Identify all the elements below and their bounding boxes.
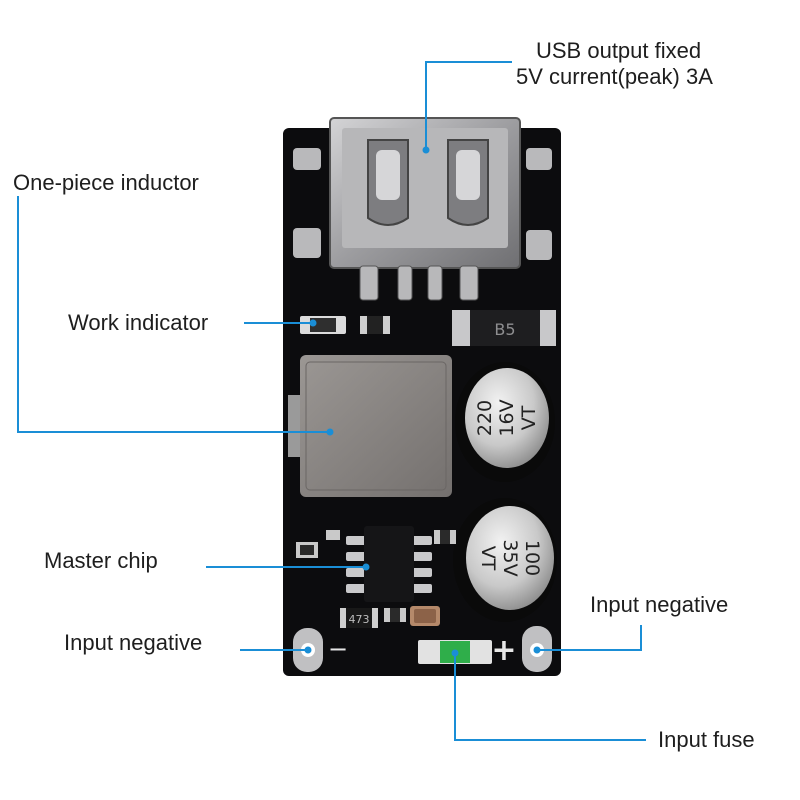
inductor [288,355,452,497]
leader-lines [17,61,646,741]
master-chip-label: Master chip [44,548,158,573]
smd-resistor-top [360,316,390,334]
work-indicator-led [300,316,346,334]
diode-marking: B5 [494,320,515,339]
capacitor-220uf: 220 16V VT [455,362,555,482]
capacitor-100uf: 100 35V VT [453,498,557,622]
inductor-label: One-piece inductor [13,170,199,195]
usb-output-label: USB output fixed 5V current(peak) 3A [512,38,772,91]
leader-input-fuse [454,653,646,741]
resistor-marking: 473 [349,613,370,626]
cap-100-value: 100 [521,540,543,576]
cap-220-voltage: 16V [496,399,518,436]
corner-pads [293,148,552,260]
cap-220-value: 220 [474,400,496,436]
usb-output-label-line2: 5V current(peak) 3A [516,64,713,90]
input-negative-right-label: Input negative [590,592,729,617]
leader-input-negative-right [537,625,642,651]
plus-marking: + [491,633,516,668]
input-negative-left-label: Input negative [64,630,203,655]
smd-resistor-473: 473 [340,608,378,628]
minus-marking: − [328,635,348,663]
usb-output-label-line1: USB output fixed [536,38,702,63]
smd-components [296,530,456,626]
work-indicator-label: Work indicator [68,310,209,335]
master-chip [346,526,432,602]
leader-usb-output [425,61,512,150]
input-fuse-label: Input fuse [658,727,755,752]
usb-connector [329,117,521,269]
cap-220-series: VT [518,405,540,430]
cap-100-voltage: 35V [499,539,521,576]
leader-inductor [17,196,330,433]
schottky-diode: B5 [452,310,556,346]
leader-dots [304,146,541,657]
cap-100-series: VT [477,546,499,571]
usb-pins [359,265,479,301]
